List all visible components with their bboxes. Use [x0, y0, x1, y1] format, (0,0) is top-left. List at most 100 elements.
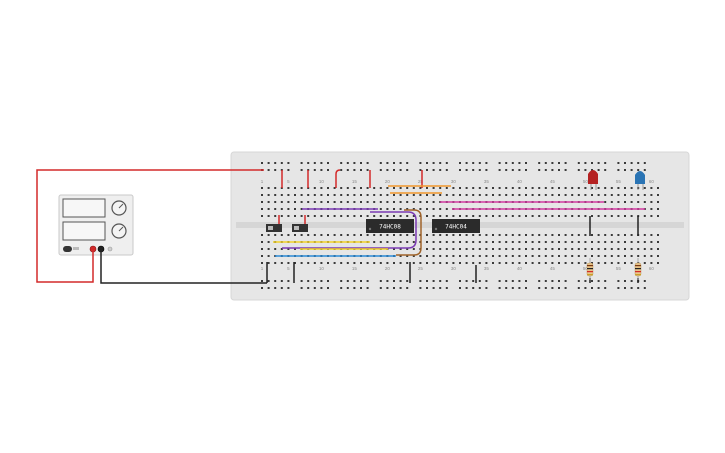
breadboard-hole[interactable] — [551, 287, 554, 289]
breadboard-hole[interactable] — [498, 262, 501, 264]
breadboard-hole[interactable] — [544, 234, 547, 236]
breadboard-hole[interactable] — [386, 169, 389, 171]
breadboard-hole[interactable] — [280, 215, 283, 217]
breadboard-hole[interactable] — [426, 201, 428, 203]
breadboard-hole[interactable] — [406, 262, 409, 264]
breadboard-hole[interactable] — [353, 162, 356, 164]
breadboard-hole[interactable] — [571, 215, 574, 217]
breadboard-hole[interactable] — [624, 234, 626, 236]
breadboard-hole[interactable] — [287, 194, 290, 196]
breadboard-hole[interactable] — [445, 241, 448, 243]
breadboard-hole[interactable] — [571, 241, 574, 243]
breadboard-hole[interactable] — [597, 255, 600, 257]
breadboard-hole[interactable] — [406, 169, 409, 171]
breadboard-hole[interactable] — [366, 280, 369, 282]
breadboard-hole[interactable] — [591, 280, 593, 282]
breadboard-hole[interactable] — [327, 215, 329, 217]
breadboard-hole[interactable] — [630, 234, 633, 236]
breadboard-hole[interactable] — [353, 215, 356, 217]
breadboard-hole[interactable] — [267, 208, 270, 210]
breadboard-hole[interactable] — [412, 194, 415, 196]
breadboard-hole[interactable] — [412, 255, 415, 257]
breadboard-hole[interactable] — [261, 187, 263, 189]
breadboard-hole[interactable] — [320, 234, 323, 236]
breadboard-hole[interactable] — [274, 215, 277, 217]
breadboard-hole[interactable] — [426, 262, 428, 264]
breadboard-hole[interactable] — [584, 262, 587, 264]
breadboard-hole[interactable] — [287, 215, 290, 217]
breadboard-hole[interactable] — [445, 187, 448, 189]
breadboard-hole[interactable] — [432, 287, 435, 289]
breadboard-hole[interactable] — [307, 287, 310, 289]
breadboard-hole[interactable] — [327, 262, 329, 264]
breadboard-hole[interactable] — [610, 241, 613, 243]
breadboard-hole[interactable] — [478, 162, 481, 164]
breadboard-hole[interactable] — [538, 194, 541, 196]
breadboard-hole[interactable] — [459, 169, 461, 171]
breadboard-hole[interactable] — [610, 215, 613, 217]
breadboard-hole[interactable] — [366, 201, 369, 203]
breadboard-hole[interactable] — [267, 241, 270, 243]
breadboard-hole[interactable] — [432, 255, 435, 257]
breadboard-hole[interactable] — [472, 215, 475, 217]
breadboard-hole[interactable] — [544, 241, 547, 243]
breadboard-hole[interactable] — [624, 162, 626, 164]
breadboard-hole[interactable] — [591, 187, 593, 189]
breadboard-hole[interactable] — [313, 262, 316, 264]
breadboard-hole[interactable] — [498, 280, 501, 282]
breadboard-hole[interactable] — [445, 169, 448, 171]
breadboard-hole[interactable] — [373, 194, 376, 196]
breadboard-hole[interactable] — [445, 162, 448, 164]
breadboard-hole[interactable] — [340, 287, 343, 289]
breadboard-hole[interactable] — [426, 255, 428, 257]
breadboard-hole[interactable] — [465, 162, 468, 164]
breadboard-hole[interactable] — [650, 248, 653, 250]
power-toggle-button[interactable] — [63, 246, 72, 252]
breadboard-hole[interactable] — [287, 280, 290, 282]
breadboard-hole[interactable] — [544, 255, 547, 257]
wire-red-supply-to-rail[interactable] — [36, 169, 264, 283]
breadboard-hole[interactable] — [604, 187, 607, 189]
breadboard-hole[interactable] — [465, 215, 468, 217]
breadboard-hole[interactable] — [307, 234, 310, 236]
breadboard-hole[interactable] — [584, 287, 587, 289]
breadboard-hole[interactable] — [313, 215, 316, 217]
slide-switch-2[interactable] — [292, 224, 308, 232]
breadboard-hole[interactable] — [564, 169, 567, 171]
breadboard-hole[interactable] — [313, 187, 316, 189]
breadboard-hole[interactable] — [485, 187, 488, 189]
breadboard-hole[interactable] — [393, 287, 395, 289]
breadboard-hole[interactable] — [591, 169, 593, 171]
breadboard-hole[interactable] — [511, 255, 514, 257]
breadboard-hole[interactable] — [610, 248, 613, 250]
breadboard-hole[interactable] — [498, 234, 501, 236]
breadboard-hole[interactable] — [617, 280, 620, 282]
breadboard-hole[interactable] — [399, 215, 402, 217]
breadboard-hole[interactable] — [346, 262, 349, 264]
breadboard-hole[interactable] — [485, 215, 488, 217]
breadboard-hole[interactable] — [637, 287, 640, 289]
breadboard-hole[interactable] — [313, 194, 316, 196]
breadboard-hole[interactable] — [657, 215, 659, 217]
breadboard-hole[interactable] — [472, 287, 475, 289]
breadboard-hole[interactable] — [465, 287, 468, 289]
breadboard-hole[interactable] — [360, 215, 362, 217]
breadboard-hole[interactable] — [439, 255, 442, 257]
breadboard-hole[interactable] — [650, 255, 653, 257]
breadboard-hole[interactable] — [518, 241, 521, 243]
breadboard-hole[interactable] — [498, 248, 501, 250]
breadboard-hole[interactable] — [610, 201, 613, 203]
breadboard-hole[interactable] — [406, 280, 409, 282]
breadboard-hole[interactable] — [604, 201, 607, 203]
breadboard-hole[interactable] — [492, 241, 494, 243]
breadboard-hole[interactable] — [624, 201, 626, 203]
breadboard-hole[interactable] — [617, 187, 620, 189]
breadboard-hole[interactable] — [478, 287, 481, 289]
breadboard-hole[interactable] — [505, 194, 508, 196]
breadboard-hole[interactable] — [459, 280, 461, 282]
breadboard-hole[interactable] — [564, 234, 567, 236]
breadboard-hole[interactable] — [511, 187, 514, 189]
breadboard-hole[interactable] — [307, 201, 310, 203]
breadboard-hole[interactable] — [426, 248, 428, 250]
